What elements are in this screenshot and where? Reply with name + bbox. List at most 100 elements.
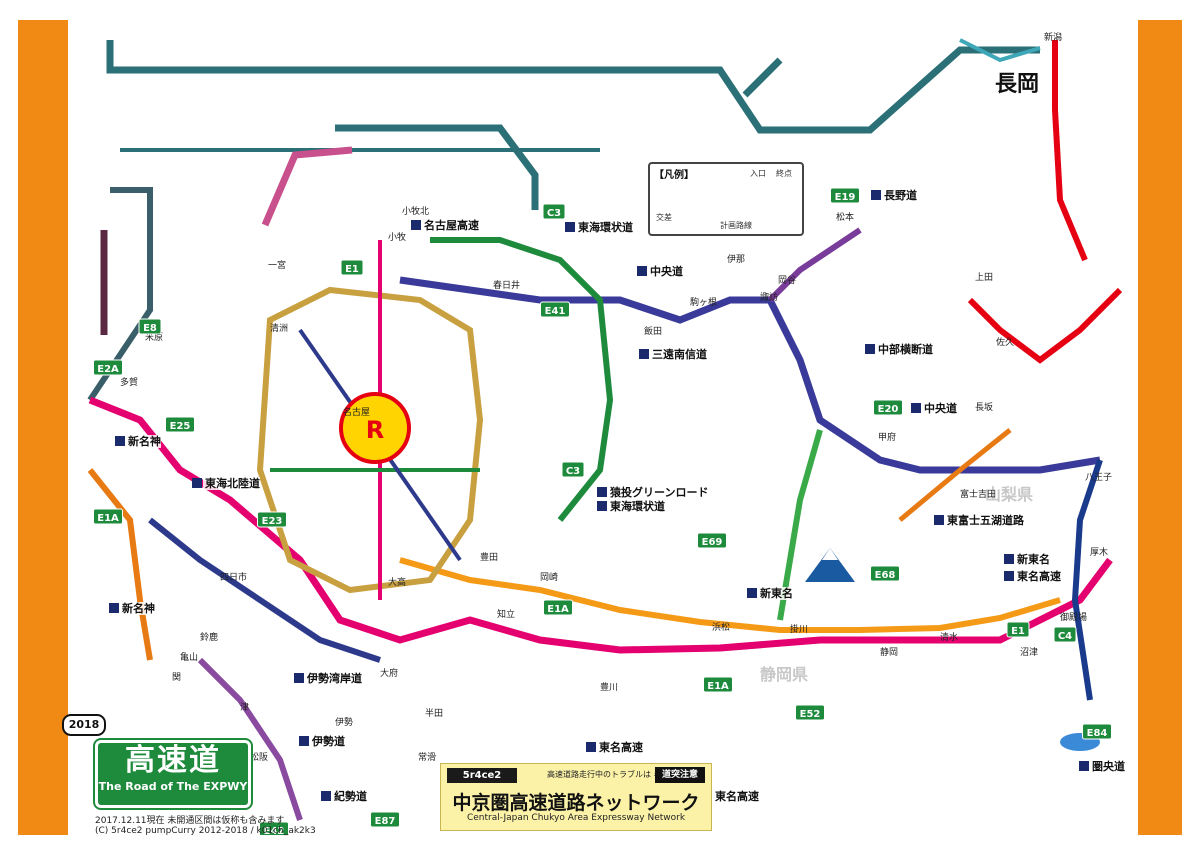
ise-expressway bbox=[197, 657, 303, 821]
route-sign-e41: E41 bbox=[540, 301, 570, 318]
isewangan-expressway bbox=[148, 517, 381, 663]
place-label: 甲府 bbox=[878, 431, 896, 443]
place-label: 一宮 bbox=[268, 259, 286, 271]
route-sign-code: E23 bbox=[262, 516, 283, 527]
aqua-line bbox=[959, 38, 1041, 63]
prefecture-label: 静岡県 bbox=[760, 665, 808, 684]
route-name-text: 東海北陸道 bbox=[205, 476, 260, 490]
route-sign-c3: C3 bbox=[561, 461, 585, 478]
prefecture-label: 山梨県 bbox=[985, 485, 1033, 504]
meishin-expressway bbox=[87, 468, 153, 661]
place-label: 岡谷 bbox=[778, 275, 796, 286]
route-sign-e1: E1 bbox=[340, 259, 364, 276]
place-label: 名古屋 bbox=[343, 406, 370, 418]
route-name-text: 新名神 bbox=[128, 434, 161, 448]
route-name-label: 中央道 bbox=[911, 401, 957, 415]
route-name-text: 中部横断道 bbox=[878, 342, 933, 356]
kanetsu-north bbox=[1052, 40, 1088, 262]
chuo-expressway bbox=[399, 276, 1101, 474]
route-sign-code: E41 bbox=[545, 306, 566, 317]
route-sign-code: E42 bbox=[264, 826, 285, 837]
route-sign-code: E69 bbox=[702, 537, 723, 548]
route-sign-code: E8 bbox=[143, 323, 157, 334]
mount-fuji bbox=[805, 548, 855, 582]
route-name-label: 東名高速 bbox=[586, 740, 643, 754]
route-sign-e20: E20 bbox=[873, 399, 903, 416]
ring-center bbox=[339, 392, 411, 464]
place-label: 大高 bbox=[388, 576, 406, 588]
place-label: 松阪 bbox=[250, 751, 268, 763]
route-name-label: 圏央道 bbox=[1079, 759, 1125, 773]
route-name-text: 東名高速 bbox=[599, 740, 643, 754]
route-sign-code: E1 bbox=[345, 264, 359, 275]
date-note: 2017.12.11現在 未開通区間は仮称も含みます bbox=[95, 816, 285, 826]
place-label: 上田 bbox=[975, 272, 993, 283]
place-label: 多賀 bbox=[120, 376, 138, 388]
route-sign-code: E52 bbox=[800, 709, 821, 720]
route-name-label: 名古屋高速 bbox=[411, 218, 479, 232]
page-margin bbox=[0, 0, 18, 854]
route-name-text: 圏央道 bbox=[1092, 759, 1125, 773]
route-name-label: 東海北陸道 bbox=[192, 476, 260, 490]
orange-border-right bbox=[1138, 20, 1182, 835]
route-name-text: 三遠南信道 bbox=[652, 347, 707, 361]
route-name-label: 東海環状道 bbox=[597, 499, 665, 513]
route-name-text: 中央道 bbox=[650, 264, 683, 278]
okuno-link bbox=[898, 428, 1012, 522]
place-label: 松本 bbox=[836, 211, 854, 223]
place-label: 富士吉田 bbox=[960, 488, 996, 500]
orange-border-left bbox=[18, 20, 68, 835]
place-label: 関 bbox=[172, 672, 181, 683]
route-sign-e1: E1 bbox=[1006, 621, 1030, 638]
place-label: 岡崎 bbox=[540, 571, 558, 583]
nagaoka-city-label: 長岡 bbox=[995, 72, 1040, 97]
place-label: 半田 bbox=[425, 707, 443, 719]
route-sign-e42: E42 bbox=[259, 821, 289, 837]
route-name-text: 東名高速 bbox=[1017, 569, 1061, 583]
route-name-label: 猿投グリーンロード bbox=[597, 485, 709, 499]
route-name-label: 新名神 bbox=[109, 601, 155, 615]
route-sign-code: C4 bbox=[1058, 631, 1072, 642]
place-label: 津 bbox=[240, 702, 249, 713]
place-label: 小牧北 bbox=[402, 205, 429, 217]
route-sign-e1a: E1A bbox=[543, 599, 573, 616]
route-sign-code: C3 bbox=[566, 466, 580, 477]
route-sign-e25: E25 bbox=[165, 416, 195, 433]
place-label: 鈴鹿 bbox=[200, 631, 218, 643]
place-label: 伊那 bbox=[727, 253, 745, 265]
logo-subtitle: The Road of The EXPWY bbox=[98, 780, 248, 793]
map-subtitle: Central-Japan Chukyo Area Expressway Net… bbox=[466, 813, 686, 823]
route-sign-code: E19 bbox=[835, 192, 856, 203]
route-name-text: 東名高速 bbox=[715, 789, 759, 803]
route-name-label: 伊勢道 bbox=[299, 734, 345, 748]
ring-label: R bbox=[366, 416, 384, 444]
place-label: 豊田 bbox=[480, 551, 498, 563]
place-label: 飯田 bbox=[644, 325, 662, 337]
trouble-notice: 高速道路走行中のトラブルは #9910 bbox=[547, 770, 681, 779]
route-name-label: 紀勢道 bbox=[321, 789, 367, 803]
route-name-text: 東海環状道 bbox=[578, 220, 633, 234]
joshinetsu-expressway bbox=[967, 287, 1123, 364]
route-sign-code: E20 bbox=[878, 404, 899, 415]
route-sign-c3: C3 bbox=[542, 203, 566, 220]
map-canvas bbox=[68, 20, 1138, 835]
legend-title: 【凡例】 bbox=[654, 170, 694, 181]
route-sign-code: E1A bbox=[97, 513, 119, 524]
place-label: 佐久 bbox=[996, 336, 1014, 348]
route-name-text: 伊勢湾岸道 bbox=[306, 671, 362, 685]
legend-item-junction: 交差 bbox=[656, 213, 672, 222]
year-badge: 2018 bbox=[62, 714, 106, 736]
route-name-label: 新東名 bbox=[1004, 552, 1050, 566]
route-name-text: 名古屋高速 bbox=[424, 218, 479, 232]
route-name-text: 紀勢道 bbox=[334, 789, 367, 803]
route-sign-e87: E87 bbox=[370, 811, 400, 828]
route-name-label: 東海環状道 bbox=[565, 220, 633, 234]
tomei-expressway bbox=[88, 396, 1113, 654]
route-sign-e69: E69 bbox=[697, 532, 727, 549]
route-name-text: 猿投グリーンロード bbox=[609, 485, 708, 499]
route-name-label: 中部横断道 bbox=[865, 342, 933, 356]
route-name-text: 新東名 bbox=[760, 586, 793, 600]
nagano-expressway bbox=[767, 227, 862, 303]
route-sign-c4: C4 bbox=[1053, 626, 1077, 643]
